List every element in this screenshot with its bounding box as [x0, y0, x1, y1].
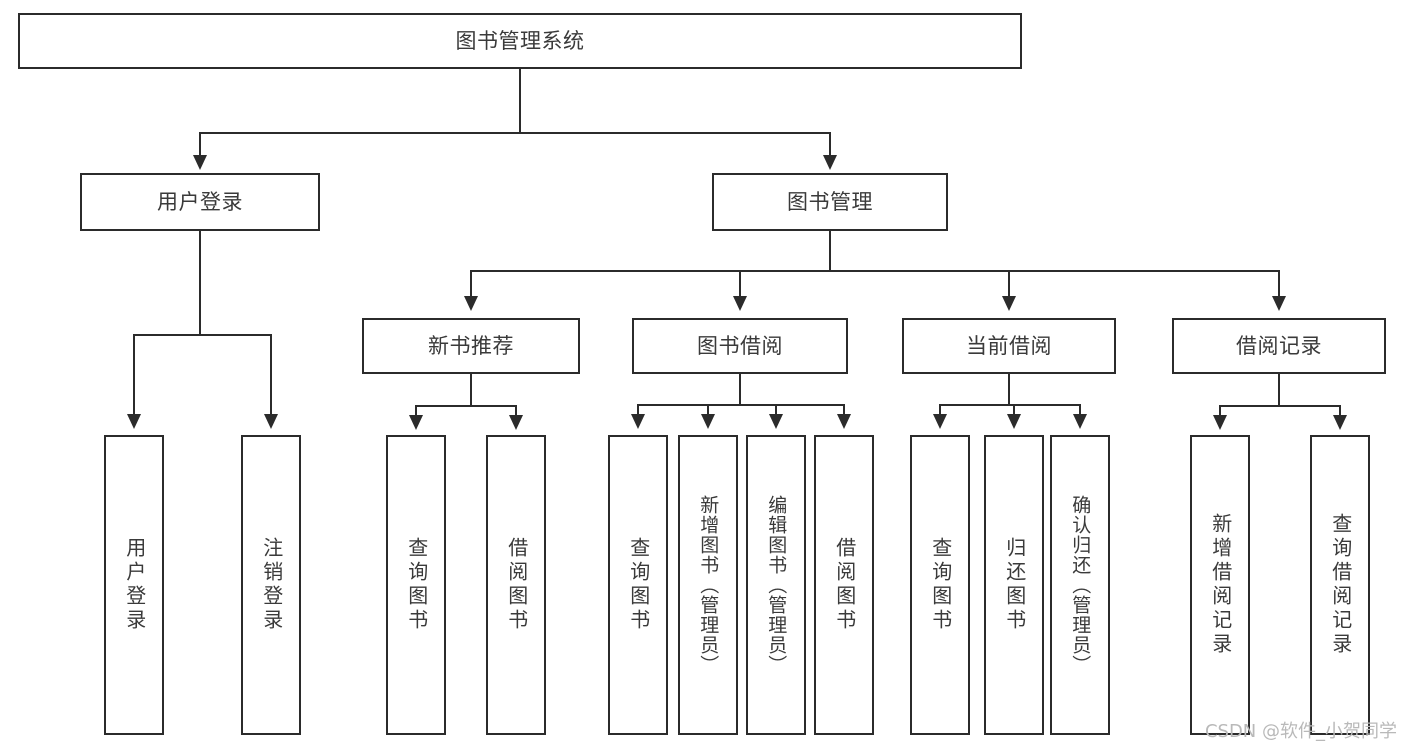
arrow-current-borrow-to-leaf-2 — [1007, 414, 1021, 429]
node-label: 新书推荐 — [428, 333, 514, 358]
node-book-borrow[interactable]: 图书借阅 — [632, 318, 848, 374]
connector-book-manage-bus — [470, 270, 1280, 272]
connector-new-book-to-leaf-2 — [515, 405, 517, 417]
node-leaf-query-book-3[interactable]: 查询图书 — [910, 435, 970, 735]
node-leaf-borrow-book-1[interactable]: 借阅图书 — [486, 435, 546, 735]
connector-book-borrow-to-leaf-3 — [775, 404, 777, 416]
node-label: 图书借阅 — [697, 333, 783, 358]
node-current-borrow[interactable]: 当前借阅 — [902, 318, 1116, 374]
node-label: 查询图书 — [626, 537, 651, 633]
node-label: 归还图书 — [1002, 537, 1027, 633]
connector-book-borrow-to-leaf-1 — [637, 404, 639, 416]
connector-root-stem — [519, 69, 521, 133]
node-leaf-query-book-2[interactable]: 查询图书 — [608, 435, 668, 735]
connector-borrow-record-bus — [1219, 405, 1341, 407]
node-root-system[interactable]: 图书管理系统 — [18, 13, 1022, 69]
connector-current-borrow-to-leaf-1 — [939, 404, 941, 416]
arrow-root-to-book-manage — [823, 155, 837, 170]
connector-current-borrow-stem — [1008, 374, 1010, 406]
connector-book-borrow-bus — [637, 404, 845, 406]
arrow-book-borrow-to-leaf-2 — [701, 414, 715, 429]
node-leaf-query-book-1[interactable]: 查询图书 — [386, 435, 446, 735]
connector-current-borrow-to-leaf-3 — [1079, 404, 1081, 416]
connector-borrow-record-stem — [1278, 374, 1280, 406]
connector-borrow-record-to-leaf-1 — [1219, 405, 1221, 417]
arrow-book-manage-to-borrow-record — [1272, 296, 1286, 311]
node-user-login[interactable]: 用户登录 — [80, 173, 320, 231]
node-label: 当前借阅 — [966, 333, 1052, 358]
connector-user-login-stem — [199, 231, 201, 335]
node-leaf-add-borrow-record[interactable]: 新增借阅记录 — [1190, 435, 1250, 735]
connector-book-manage-to-book-borrow — [739, 270, 741, 298]
node-leaf-borrow-book-2[interactable]: 借阅图书 — [814, 435, 874, 735]
connector-new-book-to-leaf-1 — [415, 405, 417, 417]
arrow-new-book-to-leaf-2 — [509, 415, 523, 430]
csdn-watermark: CSDN @软件_小贺同学 — [1204, 721, 1397, 742]
node-leaf-logout[interactable]: 注销登录 — [241, 435, 301, 735]
arrow-new-book-to-leaf-1 — [409, 415, 423, 430]
node-book-manage[interactable]: 图书管理 — [712, 173, 948, 231]
node-label: 借阅图书 — [832, 537, 857, 633]
node-label: 图书管理系统 — [455, 28, 585, 53]
connector-user-login-to-leaf-2 — [270, 334, 272, 416]
node-label: 用户登录 — [122, 537, 147, 633]
arrow-borrow-record-to-leaf-1 — [1213, 415, 1227, 430]
connector-book-manage-to-borrow-record — [1278, 270, 1280, 298]
connector-current-borrow-bus — [939, 404, 1080, 406]
arrow-user-login-to-leaf-2 — [264, 414, 278, 429]
node-label: 查询图书 — [404, 537, 429, 633]
node-leaf-confirm-return[interactable]: 确认归还（管理员） — [1050, 435, 1110, 735]
node-label: 借阅图书 — [504, 537, 529, 633]
arrow-current-borrow-to-leaf-3 — [1073, 414, 1087, 429]
connector-book-borrow-to-leaf-2 — [707, 404, 709, 416]
node-borrow-record[interactable]: 借阅记录 — [1172, 318, 1386, 374]
connector-book-manage-to-new-book — [470, 270, 472, 298]
node-new-book-recommend[interactable]: 新书推荐 — [362, 318, 580, 374]
node-label: 确认归还（管理员） — [1069, 495, 1092, 675]
node-label: 借阅记录 — [1236, 333, 1322, 358]
arrow-book-manage-to-book-borrow — [733, 296, 747, 311]
node-leaf-edit-book-admin[interactable]: 编辑图书（管理员） — [746, 435, 806, 735]
node-leaf-return-book[interactable]: 归还图书 — [984, 435, 1044, 735]
connector-user-login-bus — [133, 334, 271, 336]
connector-new-book-bus — [415, 405, 517, 407]
arrow-user-login-to-leaf-1 — [127, 414, 141, 429]
node-leaf-add-book-admin[interactable]: 新增图书（管理员） — [678, 435, 738, 735]
connector-book-manage-stem — [829, 231, 831, 271]
node-label: 用户登录 — [157, 189, 243, 214]
connector-book-borrow-stem — [739, 374, 741, 406]
node-label: 图书管理 — [787, 189, 873, 214]
arrow-book-borrow-to-leaf-3 — [769, 414, 783, 429]
arrow-current-borrow-to-leaf-1 — [933, 414, 947, 429]
connector-new-book-stem — [470, 374, 472, 406]
node-label: 新增图书（管理员） — [697, 495, 720, 675]
arrow-book-manage-to-new-book — [464, 296, 478, 311]
connector-root-to-user-login — [199, 132, 201, 157]
connector-root-to-book-manage — [829, 132, 831, 157]
node-label: 新增借阅记录 — [1208, 513, 1233, 657]
node-leaf-query-borrow-record[interactable]: 查询借阅记录 — [1310, 435, 1370, 735]
connector-borrow-record-to-leaf-2 — [1339, 405, 1341, 417]
arrow-borrow-record-to-leaf-2 — [1333, 415, 1347, 430]
connector-user-login-to-leaf-1 — [133, 334, 135, 416]
node-label: 编辑图书（管理员） — [765, 495, 788, 675]
node-label: 查询借阅记录 — [1328, 513, 1353, 657]
arrow-book-borrow-to-leaf-4 — [837, 414, 851, 429]
node-label: 查询图书 — [928, 537, 953, 633]
connector-root-bus — [199, 132, 831, 134]
node-label: 注销登录 — [259, 537, 284, 633]
arrow-book-manage-to-current-borrow — [1002, 296, 1016, 311]
connector-book-manage-to-current-borrow — [1008, 270, 1010, 298]
connector-current-borrow-to-leaf-2 — [1013, 404, 1015, 416]
arrow-book-borrow-to-leaf-1 — [631, 414, 645, 429]
arrow-root-to-user-login — [193, 155, 207, 170]
connector-book-borrow-to-leaf-4 — [843, 404, 845, 416]
node-leaf-user-login[interactable]: 用户登录 — [104, 435, 164, 735]
